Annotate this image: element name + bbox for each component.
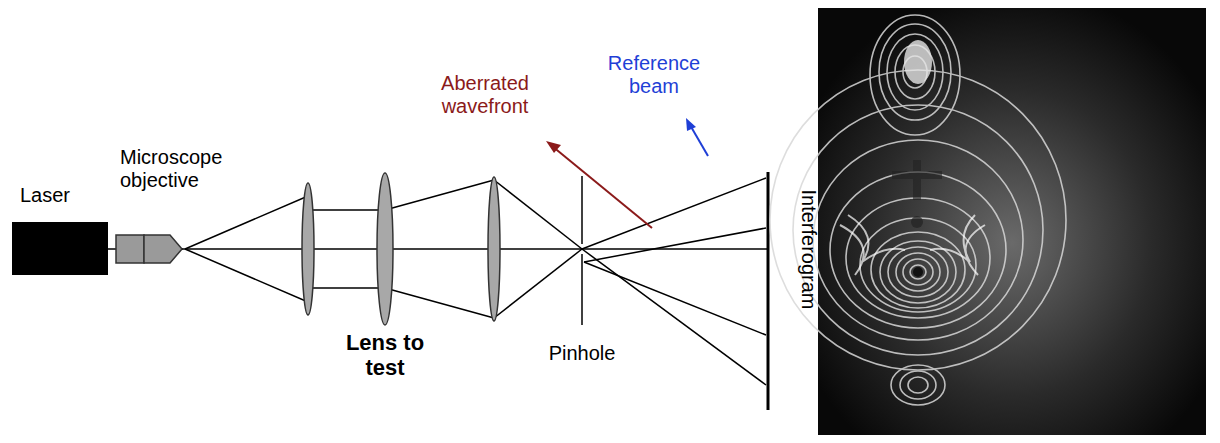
pinhole-plate bbox=[581, 254, 583, 325]
callout-label: Aberrated wavefront bbox=[418, 72, 552, 118]
interferogram-photo bbox=[770, 8, 1206, 435]
collimating-lens bbox=[302, 183, 314, 315]
rays bbox=[185, 178, 766, 385]
laser-body bbox=[12, 222, 108, 275]
part-label: Pinhole bbox=[530, 342, 634, 365]
part-label: Microscope objective bbox=[120, 146, 238, 192]
screen-label: Interferogram bbox=[797, 180, 820, 320]
test-lens bbox=[377, 173, 393, 325]
arrow-head bbox=[546, 141, 561, 153]
screen bbox=[767, 172, 770, 410]
callout-label: Reference beam bbox=[600, 52, 708, 98]
part-label: Lens to test bbox=[335, 330, 435, 381]
objective-body bbox=[116, 235, 144, 263]
objective-tip bbox=[144, 235, 182, 263]
leader-line bbox=[552, 146, 652, 228]
arrow-head bbox=[686, 118, 696, 131]
pinhole-plate bbox=[581, 176, 583, 244]
optical-axis bbox=[182, 248, 768, 250]
part-label: Laser bbox=[20, 184, 100, 207]
focusing-lens bbox=[488, 177, 500, 321]
leader-line bbox=[690, 125, 708, 156]
